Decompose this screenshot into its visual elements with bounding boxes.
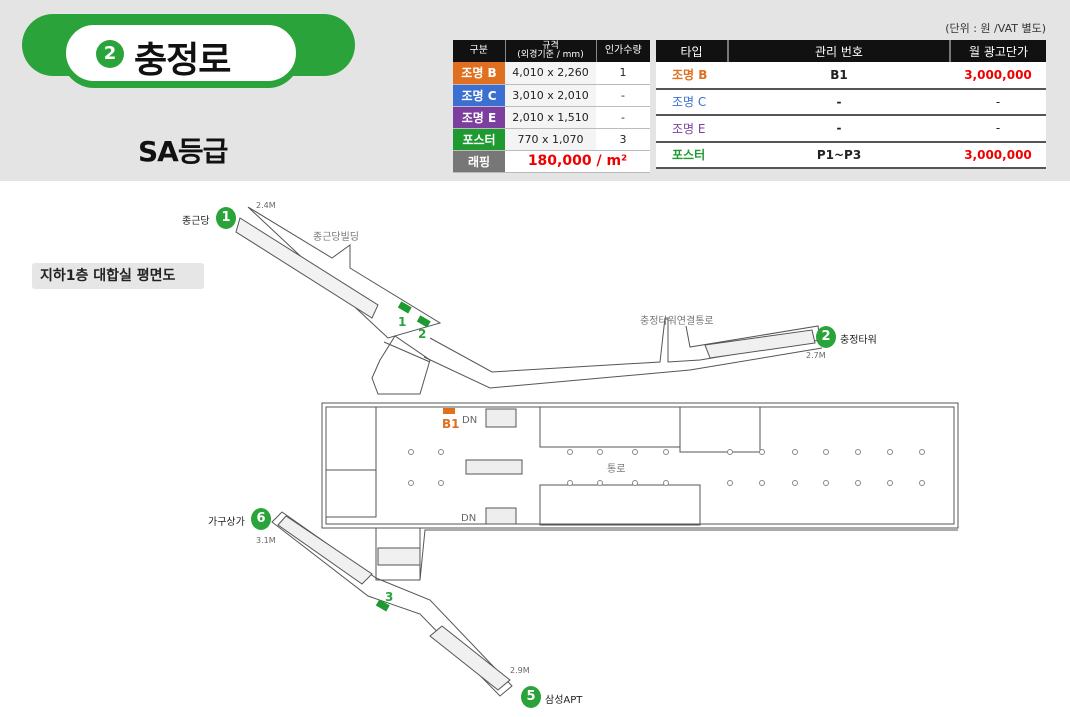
wrapping-price: 180,000 / m² bbox=[505, 150, 650, 173]
station-pill: 2 충정로 bbox=[62, 21, 300, 85]
exit-5-label: 삼성APT bbox=[545, 695, 583, 706]
spec-category: 조명 C bbox=[453, 84, 505, 107]
poster-p1-marker bbox=[397, 301, 412, 314]
ad-markers bbox=[375, 301, 455, 612]
exit-1-icon: 1 bbox=[216, 207, 236, 229]
spec-header-row: 구분 규격 (외경기준 / mm) 인가수량 bbox=[453, 40, 650, 62]
spec-table: 구분 규격 (외경기준 / mm) 인가수량 조명 B 4,010 x 2,26… bbox=[453, 40, 650, 173]
exit-1-distance: 2.4M bbox=[256, 201, 276, 210]
grade-title: SA등급 bbox=[138, 135, 228, 168]
price-type: 조명 E bbox=[656, 115, 728, 143]
poster-p2-marker bbox=[416, 315, 431, 328]
spec-wrapping-row: 래핑 180,000 / m² bbox=[453, 150, 650, 173]
exit-2-stairs bbox=[704, 329, 816, 359]
price-no: B1 bbox=[728, 62, 950, 90]
light-b1-marker bbox=[443, 408, 455, 414]
exit-2-label: 충정타워 bbox=[840, 335, 877, 346]
price-header-type: 타입 bbox=[656, 40, 729, 62]
price-type: 포스터 bbox=[656, 141, 728, 169]
light-b1-label: B1 bbox=[442, 417, 460, 431]
unit-note: (단위 : 원 /VAT 별도) bbox=[945, 22, 1046, 35]
price-no: - bbox=[728, 88, 950, 116]
spec-qty: 3 bbox=[596, 128, 650, 151]
spec-qty: - bbox=[596, 106, 650, 129]
spec-category: 조명 E bbox=[453, 106, 505, 129]
poster-p2-label: 2 bbox=[418, 327, 427, 341]
spec-header-category: 구분 bbox=[453, 40, 506, 62]
floor-plan-title: 지하1층 대합실 평면도 bbox=[32, 263, 204, 289]
spec-qty: 1 bbox=[596, 62, 650, 85]
spec-row: 조명 C 3,010 x 2,010 - bbox=[453, 84, 650, 107]
price-type: 조명 B bbox=[656, 62, 728, 90]
price-no: P1~P3 bbox=[728, 141, 950, 169]
exit-1-label: 종근당 bbox=[182, 216, 210, 227]
price-header-no: 관리 번호 bbox=[728, 40, 951, 62]
spec-size: 4,010 x 2,260 bbox=[505, 62, 596, 85]
line-number-icon: 2 bbox=[96, 40, 124, 68]
station-name: 충정로 bbox=[134, 40, 231, 81]
wrapping-label: 래핑 bbox=[453, 150, 505, 173]
exit-6-distance: 3.1M bbox=[256, 536, 276, 545]
price-header-price: 월 광고단가 bbox=[950, 40, 1046, 62]
spec-category: 포스터 bbox=[453, 128, 505, 151]
spec-row: 포스터 770 x 1,070 3 bbox=[453, 128, 650, 151]
exit-2-icon: 2 bbox=[816, 326, 836, 348]
connector-label: 충정타워연결통로 bbox=[640, 316, 714, 327]
price-no: - bbox=[728, 115, 950, 143]
spec-category: 조명 B bbox=[453, 62, 505, 85]
station-badge: 2 충정로 bbox=[22, 14, 355, 85]
dn-top-label: DN bbox=[462, 415, 478, 426]
poster-p3-marker bbox=[375, 599, 390, 612]
poster-p3-label: 3 bbox=[385, 590, 394, 604]
spec-qty: - bbox=[596, 84, 650, 107]
price-amount: - bbox=[950, 115, 1046, 143]
spec-header-qty: 인가수량 bbox=[596, 40, 650, 62]
exit-6-label: 가구상가 bbox=[208, 517, 245, 528]
poster-p1-label: 1 bbox=[398, 315, 407, 329]
exit-5-icon: 5 bbox=[521, 686, 541, 708]
price-table: 타입 관리 번호 월 광고단가 조명 B B1 3,000,000 조명 C -… bbox=[656, 40, 1046, 169]
concourse-outline bbox=[321, 402, 959, 529]
dn-bottom-label: DN bbox=[461, 513, 477, 524]
price-amount: 3,000,000 bbox=[950, 62, 1046, 90]
exit-6-icon: 6 bbox=[251, 508, 271, 530]
spec-row: 조명 E 2,010 x 1,510 - bbox=[453, 106, 650, 129]
header: 2 충정로 SA등급 (단위 : 원 /VAT 별도) 구분 규격 (외경기준 … bbox=[0, 0, 1070, 181]
spec-header-size: 규격 (외경기준 / mm) bbox=[505, 40, 597, 62]
exit-1-stairs bbox=[235, 217, 379, 319]
exit-2-distance: 2.7M bbox=[806, 351, 826, 360]
exit-5-distance: 2.9M bbox=[510, 666, 530, 675]
spec-size: 3,010 x 2,010 bbox=[505, 84, 596, 107]
building-label: 종근당빌딩 bbox=[313, 232, 359, 243]
spec-size: 770 x 1,070 bbox=[505, 128, 596, 151]
price-row: 조명 C - - bbox=[656, 88, 1046, 116]
price-amount: - bbox=[950, 88, 1046, 116]
price-row: 조명 B B1 3,000,000 bbox=[656, 62, 1046, 90]
price-header-row: 타입 관리 번호 월 광고단가 bbox=[656, 40, 1046, 62]
passage-label: 통로 bbox=[607, 464, 626, 475]
price-type: 조명 C bbox=[656, 88, 728, 116]
spec-size: 2,010 x 1,510 bbox=[505, 106, 596, 129]
floor-plan-map bbox=[235, 206, 959, 697]
exit-1-corridor bbox=[247, 206, 442, 339]
spec-row: 조명 B 4,010 x 2,260 1 bbox=[453, 62, 650, 85]
price-row: 포스터 P1~P3 3,000,000 bbox=[656, 141, 1046, 169]
price-amount: 3,000,000 bbox=[950, 141, 1046, 169]
price-row: 조명 E - - bbox=[656, 115, 1046, 143]
